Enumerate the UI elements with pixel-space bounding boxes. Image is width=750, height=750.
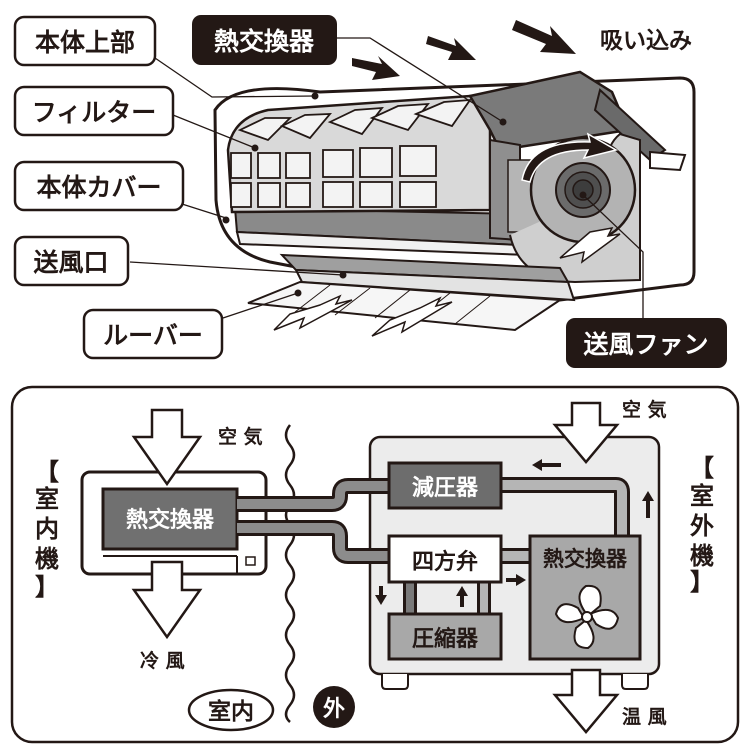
flow-arrow-right-icon: [506, 574, 526, 586]
intake-arrow-icon: [352, 56, 400, 80]
side-char: 機: [690, 542, 714, 570]
filter-grid: [230, 98, 472, 208]
indoor-unit: 熱交換器: [80, 470, 268, 576]
outdoor-air-in-arrow-icon: [552, 401, 620, 464]
indoor-air-out-label: 冷 風: [140, 649, 185, 672]
fan-hub: [572, 179, 594, 201]
indoor-heat-exchanger-label: 熱交換器: [126, 507, 215, 533]
zone-outdoor-label: 外: [323, 696, 345, 722]
outdoor-foot-left: [381, 674, 409, 690]
bracket-open: 【: [35, 458, 59, 486]
compressor: 圧縮器: [387, 612, 503, 661]
outdoor-heat-exchanger: 熱交換器: [528, 534, 642, 661]
compressor-label: 圧縮器: [412, 626, 479, 652]
callout-body-cover-label: 本体カバー: [36, 173, 161, 202]
four-way-valve-label: 四方弁: [412, 549, 478, 575]
flow-arrow-left-icon: [532, 459, 561, 471]
outlet-slot: [294, 268, 576, 302]
outdoor-heat-exchanger-label: 熱交換器: [543, 547, 628, 571]
indoor-unit-illustration: [213, 20, 696, 337]
callout-fan: 送風ファン: [566, 318, 727, 368]
expansion-valve-label: 減圧器: [412, 476, 479, 501]
wall-divider: [284, 424, 296, 723]
expansion-valve: 減圧器: [387, 461, 503, 510]
intake-label: 吸い込み: [600, 28, 692, 54]
air-out-arrow-icon: [371, 296, 453, 337]
callout-heat-exchanger: 熱交換器: [192, 15, 337, 65]
intake-arrow-icon: [512, 20, 576, 54]
zone-indoor-badge: 室内: [187, 688, 275, 732]
callout-outlet-label: 送風口: [33, 248, 108, 277]
air-out-arrow-icon: [273, 294, 353, 331]
fan-icon: [554, 584, 620, 650]
refrigerant-pipes: [237, 477, 630, 615]
callout-louver-label: ルーバー: [103, 321, 203, 350]
side-char: 内: [35, 515, 59, 543]
callout-outlet: 送風口: [13, 235, 130, 287]
outdoor-foot-right: [621, 674, 649, 690]
callout-body-top-label: 本体上部: [35, 28, 135, 57]
callout-body-top: 本体上部: [13, 15, 157, 67]
bracket-close: 】: [690, 568, 714, 596]
bracket-open: 【: [690, 454, 714, 482]
callout-body-cover: 本体カバー: [13, 160, 185, 212]
side-char: 機: [35, 545, 59, 573]
indoor-air-out-arrow-icon: [131, 560, 203, 640]
callout-filter: フィルター: [13, 85, 175, 137]
outdoor-air-out-arrow-icon: [552, 668, 620, 734]
indicator-light: [245, 556, 256, 566]
callout-louver: ルーバー: [82, 308, 224, 360]
side-char: 室: [690, 482, 714, 510]
indoor-air-in-label: 空 気: [218, 425, 263, 448]
flow-arrow-down-icon: [375, 586, 387, 605]
rotation-arrow-icon: [521, 132, 618, 183]
callout-heat-exchanger-label: 熱交換器: [214, 27, 315, 56]
callout-fan-label: 送風ファン: [583, 330, 708, 359]
intake-arrow-icon: [426, 36, 476, 60]
louver-blade: [247, 280, 563, 332]
indoor-air-in-arrow-icon: [131, 408, 203, 487]
leader-lines: [129, 37, 644, 320]
flow-arrows: [375, 459, 654, 607]
outdoor-air-in-label: 空 気: [622, 398, 667, 421]
front-lip: [649, 150, 687, 172]
leader-dots: [222, 92, 587, 297]
flow-arrow-up-icon: [456, 586, 468, 607]
four-way-valve: 四方弁: [387, 534, 503, 584]
outdoor-side-label: 【 室 外 機 】: [690, 454, 714, 596]
side-char: 室: [35, 485, 59, 513]
callout-filter-label: フィルター: [32, 98, 157, 127]
indoor-side-label: 【 室 内 機 】: [35, 458, 59, 601]
bracket-close: 】: [35, 573, 59, 601]
zone-indoor-label: 室内: [208, 698, 254, 725]
outdoor-air-out-label: 温 風: [622, 706, 667, 728]
zone-outdoor-badge: 外: [313, 686, 355, 728]
air-out-arrow-icon: [559, 226, 621, 264]
flow-arrow-up-icon: [642, 491, 654, 518]
side-char: 外: [690, 512, 714, 540]
